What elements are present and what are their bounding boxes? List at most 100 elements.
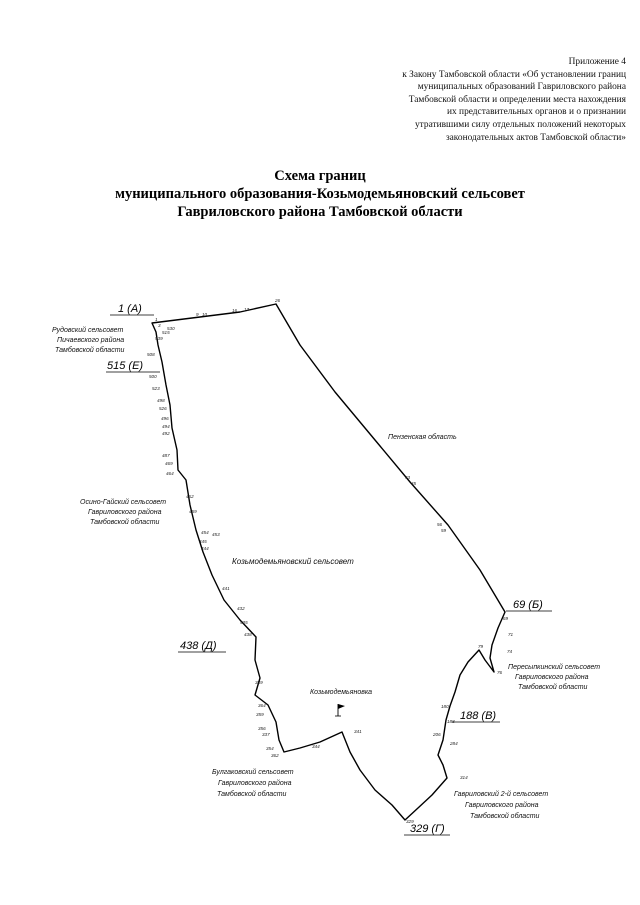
point-number: 508 (147, 352, 155, 357)
point-number: 79 (478, 644, 484, 649)
point-number: 496 (161, 416, 169, 421)
point-number: 539 (155, 336, 163, 341)
point-number: 1 (155, 317, 158, 322)
municipality-boundary (151, 303, 506, 821)
map-title: Схема границ муниципального образования-… (0, 167, 640, 221)
annex-line: Приложение 4 (568, 57, 626, 67)
point-number: 17 (244, 307, 250, 312)
region-label-kozmodemyanovsky: Козьмодемьяновский сельсовет (232, 557, 354, 566)
annex-line: Тамбовской области и определении места н… (408, 94, 626, 105)
point-number: 337 (262, 732, 270, 737)
annex-line: муниципальных образований Гавриловского … (417, 82, 626, 93)
point-number: 354 (266, 746, 274, 751)
point-number: 43 (405, 475, 411, 480)
point-number: 438 (244, 632, 252, 637)
region-label-osino: Осино-Гайский сельсовет Гавриловского ра… (80, 498, 168, 526)
point-number: 206 (432, 732, 441, 737)
title-line: Гавриловского района Тамбовской области (177, 204, 463, 220)
point-number: 188 (447, 719, 455, 724)
region-line: Гавриловского района (218, 779, 292, 787)
region-line: Гавриловского района (515, 673, 589, 681)
region-label-penza: Пензенская область (388, 433, 457, 441)
region-line: Козьмодемьяновка (310, 688, 372, 696)
corner-label: 69 (Б) (513, 599, 543, 611)
corner-label: 515 (Е) (107, 360, 143, 372)
region-line: Гавриловского района (465, 801, 539, 809)
point-number: 459 (189, 509, 197, 514)
title-line: Схема границ (274, 168, 366, 184)
point-number: 284 (449, 741, 458, 746)
point-number: 329 (406, 819, 414, 824)
corner-label: 329 (Г) (410, 823, 445, 835)
region-line: Тамбовской области (55, 346, 125, 354)
point-number: 10 (202, 312, 208, 317)
region-line: Тамбовской области (90, 518, 160, 526)
region-label-gavrilovsky2: Гавриловский 2-й сельсовет Гавриловского… (454, 790, 550, 820)
region-line: Рудовский сельсовет (52, 326, 123, 334)
region-line: Гавриловский 2-й сельсовет (454, 790, 548, 798)
point-number: 3 (158, 323, 161, 328)
point-number: 389 (255, 680, 263, 685)
point-number: 515 (162, 330, 170, 335)
annex-header: Приложение 4 к Закону Тамбовской области… (326, 56, 626, 144)
point-number: 500 (149, 374, 157, 379)
point-number: 56 (437, 522, 443, 527)
point-number: 453 (212, 532, 220, 537)
point-number: 314 (460, 775, 468, 780)
point-number: 464 (166, 471, 174, 476)
point-number: 469 (165, 461, 173, 466)
region-line: Гавриловского района (88, 508, 162, 516)
region-line: Пересыпкинский сельсовет (508, 663, 600, 671)
annex-line: утратившими силу отдельных положений нек… (414, 119, 626, 130)
point-number: 16 (232, 308, 238, 313)
point-number: 359 (256, 712, 264, 717)
region-line: Осино-Гайский сельсовет (80, 498, 166, 506)
corner-label: 1 (А) (118, 303, 142, 315)
point-number: 9 (196, 312, 199, 317)
region-line: Пензенская область (388, 433, 457, 441)
point-number: 487 (162, 453, 170, 458)
annex-line: законодательных актов Тамбовской области… (445, 132, 626, 143)
point-number: 444 (201, 546, 209, 551)
point-number: 59 (441, 528, 447, 533)
point-number: 432 (237, 606, 245, 611)
point-number: 180 (441, 704, 449, 709)
point-number: 523 (152, 386, 160, 391)
corner-label: 188 (В) (460, 710, 496, 722)
region-label-rudovsky: Рудовский сельсовет Пичаевского района Т… (52, 326, 126, 354)
point-number: 462 (186, 494, 194, 499)
point-number: 45 (411, 481, 417, 486)
point-number: 76 (497, 670, 503, 675)
point-number: 74 (507, 649, 513, 654)
region-label-peresypkino: Пересыпкинский сельсовет Гавриловского р… (508, 663, 602, 691)
point-number: 441 (222, 586, 230, 591)
point-number: 498 (157, 398, 165, 403)
point-number: 344 (312, 744, 320, 749)
region-line: Булгаковский сельсовет (212, 768, 294, 776)
point-number: 445 (199, 539, 207, 544)
point-number: 454 (201, 530, 209, 535)
point-number: 341 (354, 729, 362, 734)
point-number-labels: 1 3 9 10 16 17 26 43 45 56 59 69 71 74 7… (147, 298, 514, 824)
point-number: 364 (258, 703, 266, 708)
corner-label: 438 (Д) (180, 640, 217, 652)
region-line: Козьмодемьяновский сельсовет (232, 557, 354, 566)
point-number: 362 (271, 753, 279, 758)
annex-line: их представительных органов и о признани… (447, 107, 626, 118)
region-line: Тамбовской области (470, 812, 540, 820)
point-number: 69 (503, 616, 509, 621)
flag-icon (335, 704, 345, 717)
point-number: 356 (258, 726, 266, 731)
title-line: муниципального образования-Козьмодемьяно… (115, 186, 525, 202)
region-line: Пичаевского района (57, 336, 124, 344)
region-line: Тамбовской области (217, 790, 287, 798)
village-label: Козьмодемьяновка (310, 688, 372, 696)
point-number: 535 (240, 620, 248, 625)
region-line: Тамбовской области (518, 683, 588, 691)
point-number: 26 (274, 298, 281, 303)
annex-line: к Закону Тамбовской области «Об установл… (402, 69, 626, 80)
region-label-bulgakovo: Булгаковский сельсовет Гавриловского рай… (212, 768, 296, 798)
point-number: 492 (162, 431, 170, 436)
